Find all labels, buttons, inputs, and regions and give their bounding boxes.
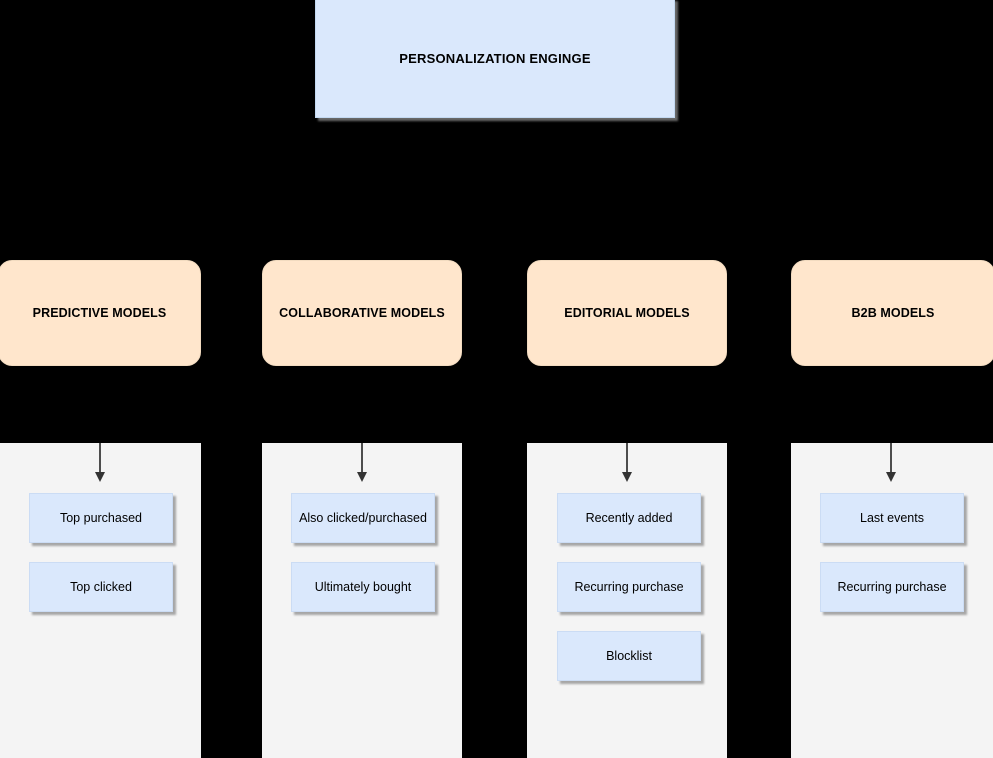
leaf-label: Recurring purchase (574, 579, 684, 594)
leaf-label: Blocklist (606, 648, 652, 663)
leaf-box-recurring-purchase-b2b[interactable]: Recurring purchase (820, 562, 964, 612)
down-arrow-icon-collaborative (356, 443, 368, 483)
arrow-head (886, 472, 896, 482)
leaf-label: Top purchased (59, 510, 142, 525)
leaf-label: Last events (860, 510, 924, 525)
model-label-collaborative: COLLABORATIVE MODELS (279, 306, 445, 320)
personalization-engine-label: PERSONALIZATION ENGINGE (399, 50, 591, 66)
arrow-shaft (361, 443, 363, 474)
leaf-label: Ultimately bought (314, 579, 412, 594)
leaf-label: Recurring purchase (837, 579, 947, 594)
leaf-box-also-clicked-purchased[interactable]: Also clicked/purchased (291, 493, 435, 543)
arrow-head (622, 472, 632, 482)
leaf-box-top-clicked[interactable]: Top clicked (29, 562, 173, 612)
leaf-box-recently-added[interactable]: Recently added (557, 493, 701, 543)
model-box-collaborative[interactable]: COLLABORATIVE MODELS (262, 260, 462, 366)
arrow-head (357, 472, 367, 482)
leaf-label: Also clicked/purchased (299, 510, 427, 525)
arrow-shaft (890, 443, 892, 474)
arrow-shaft (99, 443, 101, 474)
model-label-editorial: EDITORIAL MODELS (564, 306, 690, 320)
down-arrow-icon-b2b (885, 443, 897, 483)
leaf-box-top-purchased[interactable]: Top purchased (29, 493, 173, 543)
leaf-box-last-events[interactable]: Last events (820, 493, 964, 543)
leaf-box-blocklist[interactable]: Blocklist (557, 631, 701, 681)
leaf-box-recurring-purchase-editorial[interactable]: Recurring purchase (557, 562, 701, 612)
leaf-box-ultimately-bought[interactable]: Ultimately bought (291, 562, 435, 612)
model-box-editorial[interactable]: EDITORIAL MODELS (527, 260, 727, 366)
model-box-b2b[interactable]: B2B MODELS (791, 260, 993, 366)
down-arrow-icon-predictive (94, 443, 106, 483)
arrow-head (95, 472, 105, 482)
personalization-engine-box[interactable]: PERSONALIZATION ENGINGE (315, 0, 675, 118)
model-label-predictive: PREDICTIVE MODELS (32, 306, 167, 320)
leaf-label: Top clicked (70, 579, 132, 594)
down-arrow-icon-editorial (621, 443, 633, 483)
model-label-b2b: B2B MODELS (851, 306, 935, 320)
model-box-predictive[interactable]: PREDICTIVE MODELS (0, 260, 201, 366)
leaf-label: Recently added (585, 510, 673, 525)
arrow-shaft (626, 443, 628, 474)
